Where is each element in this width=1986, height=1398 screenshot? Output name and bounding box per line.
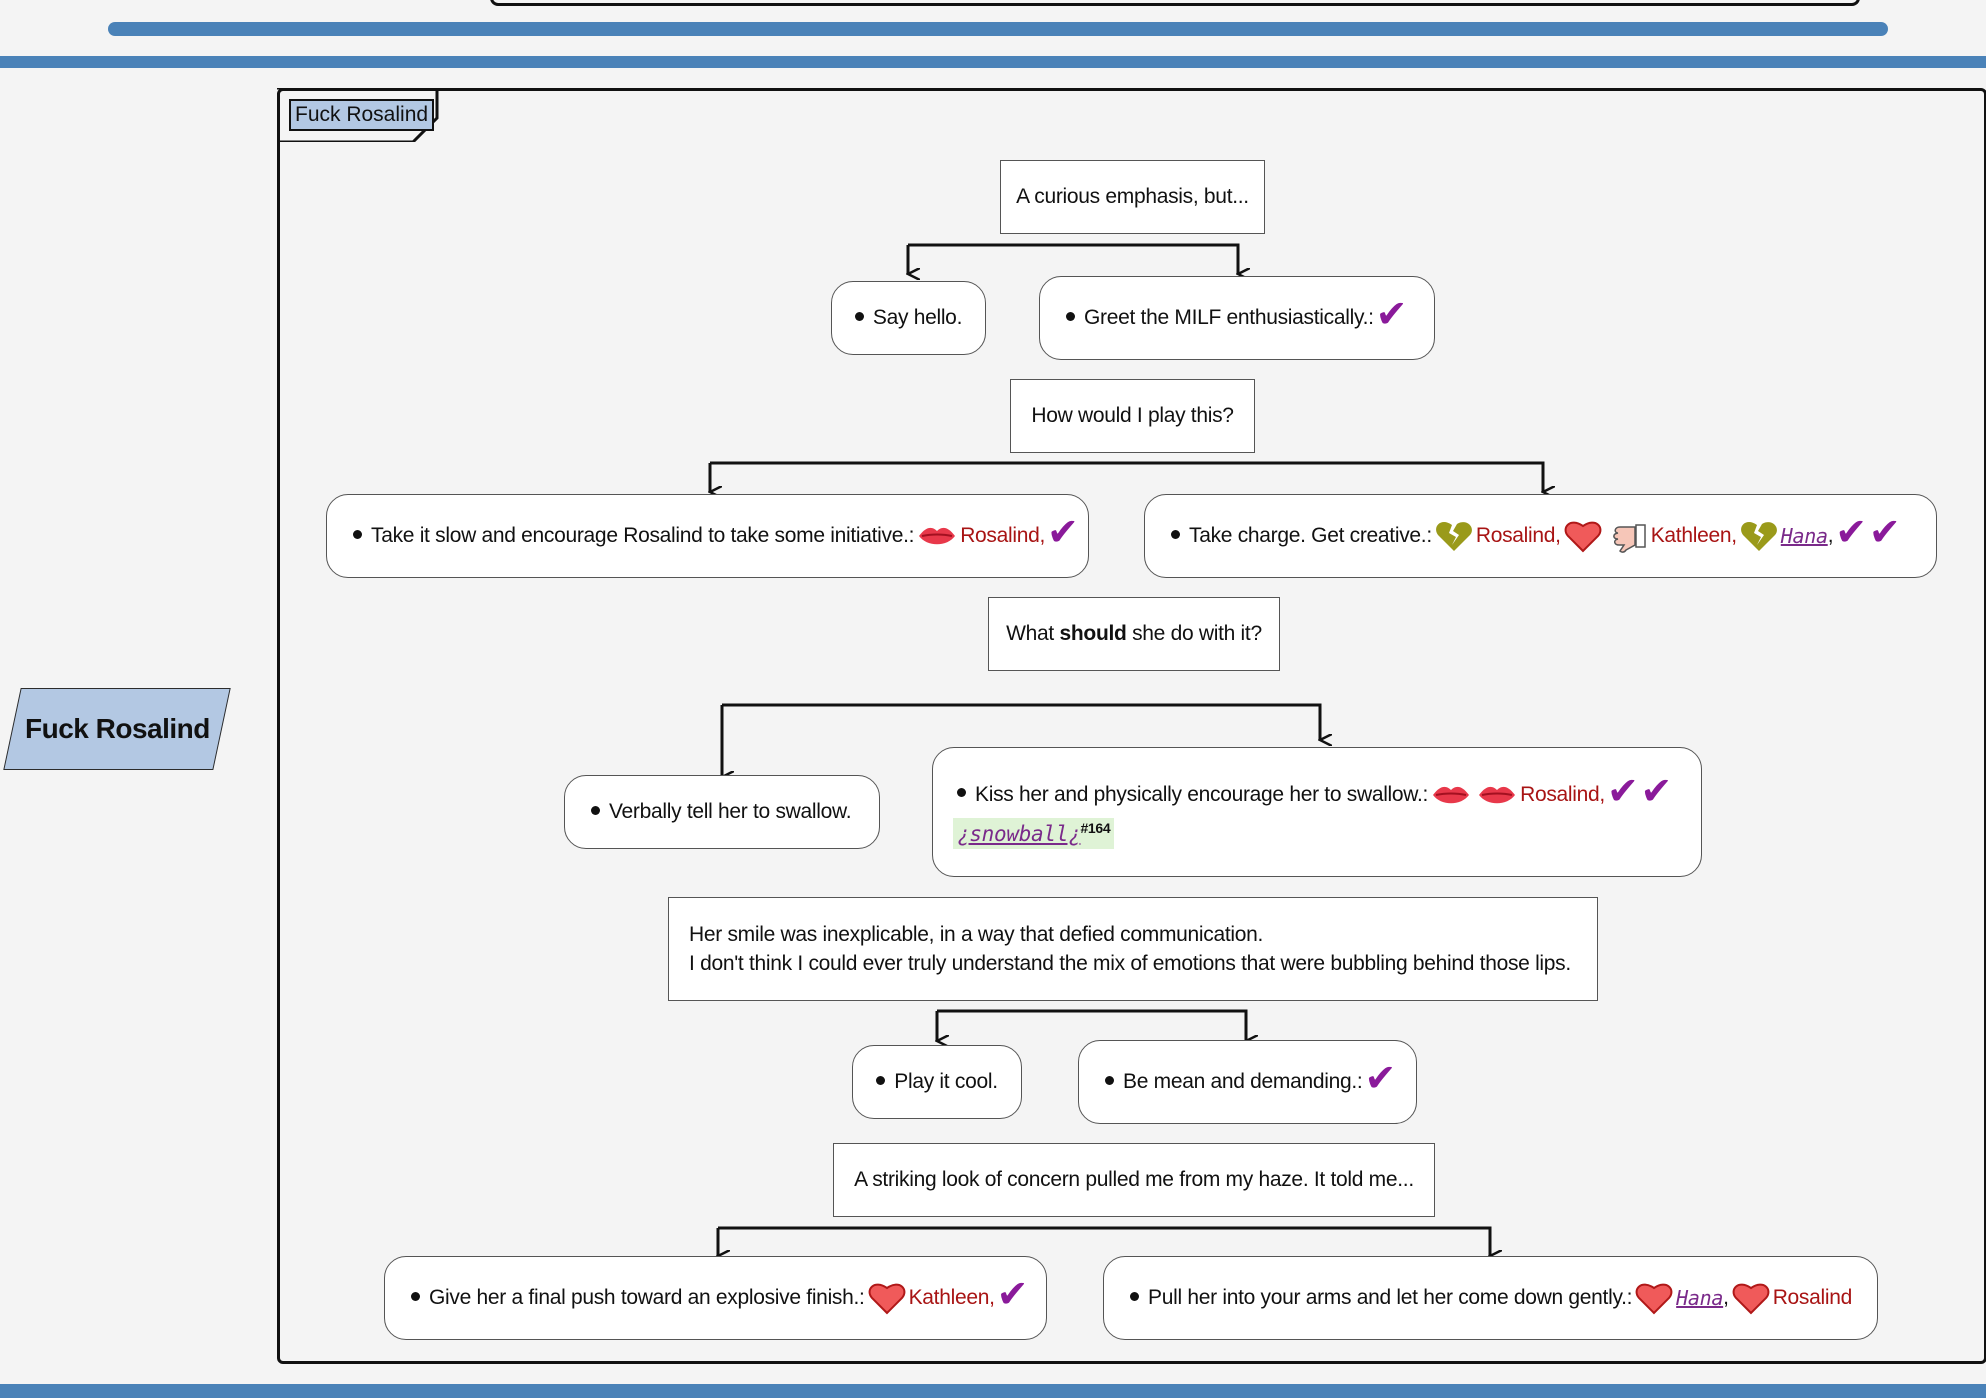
check-icon: ✔ — [1364, 1058, 1396, 1100]
lips-icon — [919, 527, 956, 545]
prompt-box: A curious emphasis, but... — [1000, 160, 1265, 234]
lips-icon — [1433, 786, 1470, 803]
character-rosalind: Rosalind, — [1475, 524, 1561, 547]
separator-comma: , — [1723, 1286, 1729, 1309]
choice-label: Greet the MILF enthusiastically.: — [1084, 306, 1374, 329]
character-kathleen: Kathleen, — [908, 1286, 995, 1309]
bullet-icon — [1171, 529, 1180, 539]
choice-label: Take charge. Get creative.: — [1189, 524, 1432, 547]
bullet-icon — [1105, 1075, 1114, 1085]
prompt-box: A striking look of concern pulled me fro… — [833, 1143, 1435, 1217]
bullet-icon — [1130, 1291, 1139, 1301]
bullet-icon — [854, 311, 864, 321]
prompt-text: Her smile was inexplicable, in a way tha… — [669, 920, 1591, 978]
bullet-icon — [957, 788, 966, 797]
character-hana-link[interactable]: Hana — [1780, 524, 1828, 548]
lane-divider-top — [0, 56, 1986, 68]
choice-label: Play it cool. — [894, 1070, 998, 1093]
bullet-icon — [353, 529, 362, 539]
choice-label: Pull her into your arms and let her come… — [1148, 1286, 1633, 1309]
choice-take-it-slow[interactable]: Take it slow and encourage Rosalind to t… — [326, 494, 1089, 578]
prompt-text: A curious emphasis, but... — [1016, 185, 1249, 208]
prompt-text-emphasis: should — [1059, 622, 1127, 645]
check-icon: ✔ — [1640, 770, 1673, 813]
check-icon: ✔ — [1835, 512, 1867, 554]
check-icon: ✔ — [1606, 770, 1639, 813]
choice-be-mean[interactable]: Be mean and demanding.: ✔ — [1078, 1040, 1417, 1124]
heart-icon — [1564, 521, 1602, 553]
flow-connectors — [280, 243, 1986, 1367]
snowball-tag-link[interactable]: ¿snowball¿ — [957, 821, 1081, 846]
choice-label: Verbally tell her to swallow. — [609, 800, 852, 823]
prompt-text-end: she do with it? — [1126, 622, 1262, 645]
prompt-box: How would I play this? — [1010, 379, 1255, 453]
choice-say-hello[interactable]: Say hello. — [831, 281, 986, 355]
prompt-text: A striking look of concern pulled me fro… — [854, 1168, 1414, 1191]
choice-greet-enthusiastically[interactable]: Greet the MILF enthusiastically.: ✔ — [1039, 276, 1435, 360]
character-hana-link[interactable]: Hana — [1676, 1286, 1724, 1310]
choice-kiss-her[interactable]: Kiss her and physically encourage her to… — [932, 747, 1702, 877]
heart-icon — [868, 1283, 906, 1315]
prompt-line-1: Her smile was inexplicable, in a way tha… — [689, 923, 1264, 946]
separator-bar — [108, 22, 1888, 36]
frame-tab-outline — [277, 88, 439, 142]
separator-comma: , — [1827, 524, 1834, 547]
broken-heart-icon — [1740, 522, 1777, 551]
character-rosalind: Rosalind — [1772, 1286, 1853, 1309]
lips-icon — [1479, 786, 1516, 803]
bullet-icon — [876, 1075, 886, 1085]
choice-label: Give her a final push toward an explosiv… — [429, 1286, 865, 1309]
snowball-tag-number: #164 — [1080, 819, 1111, 836]
prompt-text: How would I play this? — [1031, 404, 1234, 427]
character-rosalind: Rosalind, — [960, 524, 1046, 547]
choice-line-1: Kiss her and physically encourage her to… — [957, 770, 1673, 814]
choice-take-charge[interactable]: Take charge. Get creative.: Rosalind, Ka… — [1144, 494, 1937, 578]
choice-verbally-tell[interactable]: Verbally tell her to swallow. — [564, 775, 880, 849]
scene-frame: Fuck Rosalind A curious emphasis, but...… — [277, 88, 1986, 1364]
choice-label: Be mean and demanding.: — [1123, 1070, 1363, 1093]
scene-lane-label: Fuck Rosalind — [3, 688, 231, 770]
bullet-icon — [591, 805, 600, 815]
check-icon: ✔ — [1047, 512, 1079, 554]
bullet-icon — [411, 1291, 420, 1301]
check-icon: ✔ — [996, 1274, 1029, 1316]
frame-tab-label: Fuck Rosalind — [289, 99, 435, 131]
prompt-box: What should she do with it? — [988, 597, 1280, 671]
thumbs-down-icon — [1612, 524, 1646, 553]
heart-icon — [1635, 1283, 1673, 1315]
choice-label: Say hello. — [872, 306, 963, 329]
check-icon: ✔ — [1868, 512, 1901, 554]
choice-play-it-cool[interactable]: Play it cool. — [852, 1045, 1022, 1119]
choice-label: Kiss her and physically encourage her to… — [975, 782, 1429, 806]
scene-lane-title: Fuck Rosalind — [24, 713, 210, 744]
character-rosalind: Rosalind, — [1520, 782, 1605, 806]
character-kathleen: Kathleen, — [1650, 524, 1737, 547]
previous-frame-edge — [490, 0, 1860, 6]
choice-final-push[interactable]: Give her a final push toward an explosiv… — [384, 1256, 1047, 1340]
snowball-tag[interactable]: ¿snowball¿#164 — [953, 817, 1115, 849]
heart-icon — [1732, 1283, 1770, 1315]
choice-label: Take it slow and encourage Rosalind to t… — [371, 524, 915, 547]
prompt-text: What should she do with it? — [1006, 622, 1262, 646]
lane-divider-bottom — [0, 1384, 1986, 1398]
bullet-icon — [1066, 311, 1075, 321]
broken-heart-icon — [1435, 522, 1472, 551]
prompt-box: Her smile was inexplicable, in a way tha… — [668, 897, 1598, 1001]
check-icon: ✔ — [1375, 294, 1408, 336]
prompt-line-2: I don't think I could ever truly underst… — [689, 952, 1571, 975]
prompt-text-start: What — [1006, 622, 1060, 645]
choice-pull-her-in[interactable]: Pull her into your arms and let her come… — [1103, 1256, 1878, 1340]
